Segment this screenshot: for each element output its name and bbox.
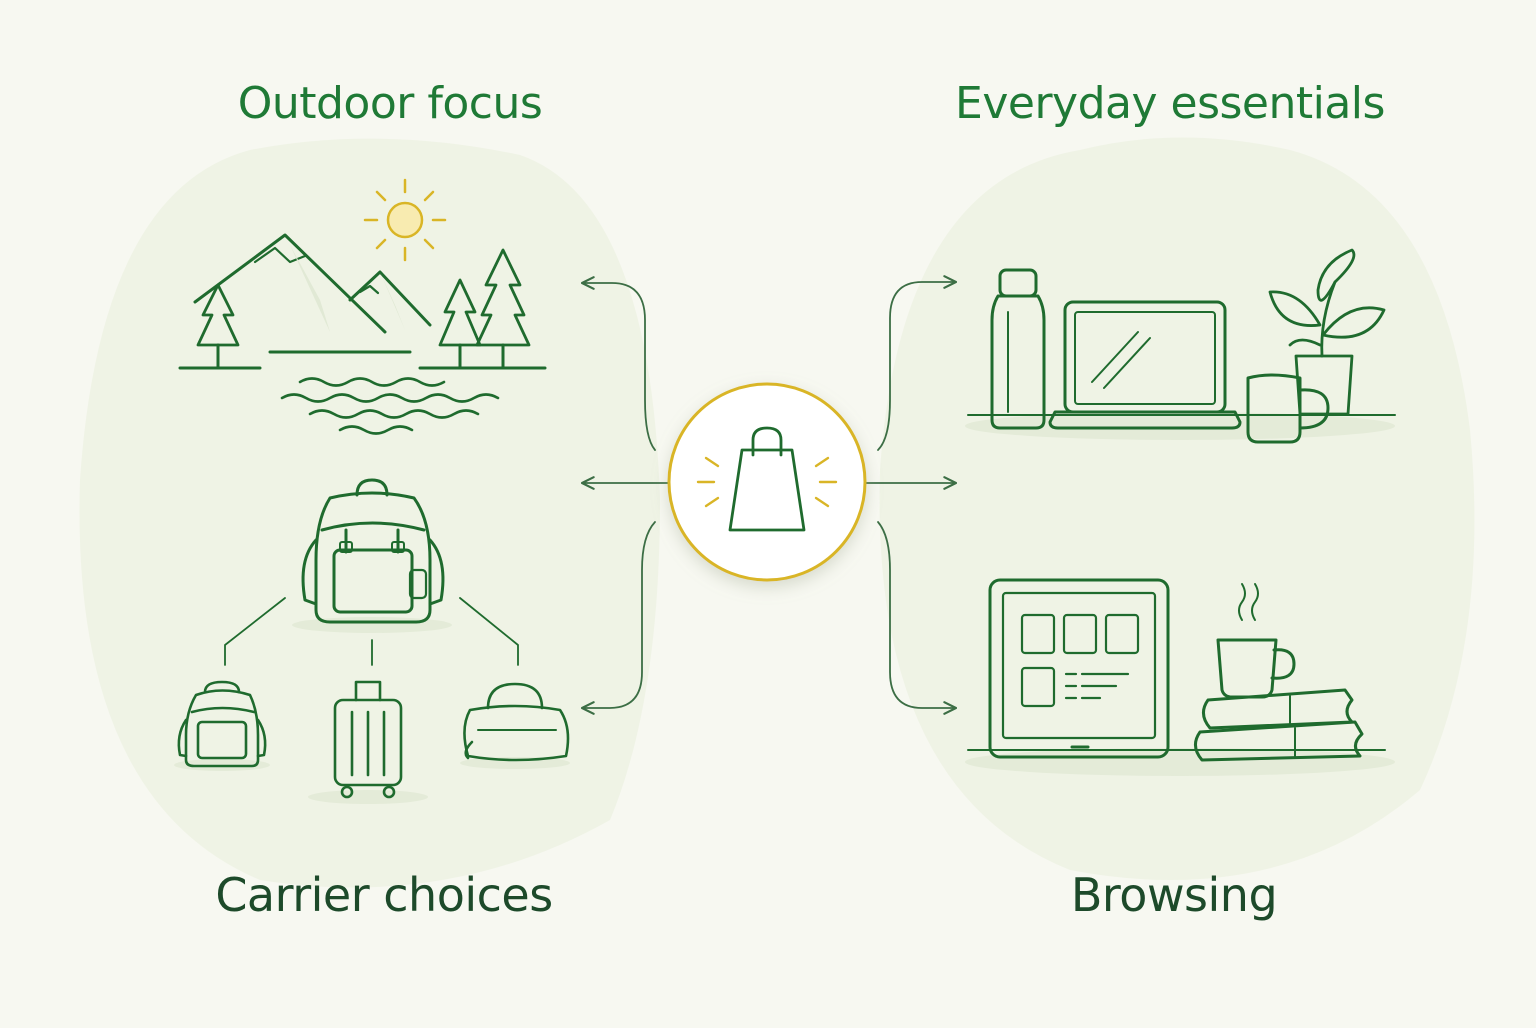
product-grid [1020,613,1140,708]
connector-arrows [580,275,958,715]
browsing-label: Browsing [1070,868,1278,922]
right-background-blob [879,137,1475,880]
tablet-icon [988,578,1170,759]
arrow-to-carrier-lower [580,521,656,715]
sun-icon [363,178,447,262]
outdoor-scene [178,178,547,435]
laptop-icon [1048,300,1242,430]
water-waves-icon [280,377,500,435]
rolling-suitcase-icon [333,680,403,799]
left-background-blob [79,138,660,888]
small-backpack-icon [177,680,267,768]
mug-icon [1246,373,1330,444]
backpack-icon [301,478,445,624]
pine-tree-icon [475,248,531,370]
water-bottle-icon [990,268,1046,430]
browsing-scene [965,578,1395,776]
potted-plant-icon [1268,248,1386,416]
ground-lines [178,350,547,370]
everyday-scene [965,248,1396,444]
arrow-to-browsing [877,521,958,715]
mountains-icon [193,233,432,334]
sparkle-rays [696,456,838,508]
everyday-essentials-label: Everyday essentials [955,78,1385,129]
arrow-to-outdoor [580,276,656,451]
outdoor-focus-label: Outdoor focus [237,78,543,129]
carrier-scene [174,478,570,804]
pine-tree-icon [196,283,240,370]
duffel-bag-icon [463,682,570,762]
book-stack-icon [1194,688,1364,762]
shopping-bag-icon [728,426,806,532]
center-hub[interactable] [667,382,867,582]
carrier-choices-label: Carrier choices [215,868,553,922]
arrow-to-everyday [877,275,958,451]
tree-connector-lines [224,597,519,666]
pine-tree-icon [438,278,482,370]
